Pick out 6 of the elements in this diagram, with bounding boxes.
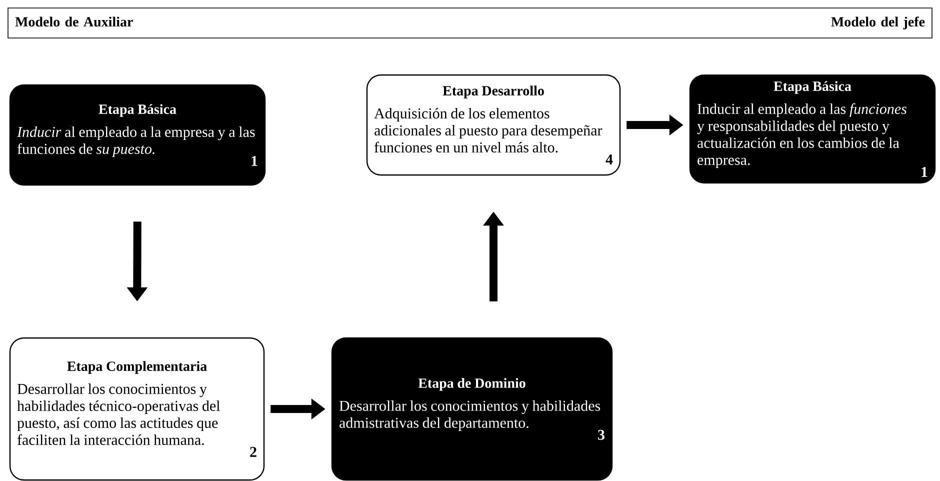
stage-box: Etapa Desarrollo Adquisición de los elementos adicionales al puesto para desempeñar funciones en un nivel más alto. 4 — [366, 74, 621, 176]
stage-box: Etapa de Dominio Desarrollar los conocimientos y habilidades admistrativas del departamento. 3 — [331, 337, 613, 481]
stage-box: Etapa Básica Inducir al empleado a las funciones y responsabilidades del puesto y actualización en los cambios de la empresa. 1 — [689, 74, 936, 184]
stage-box: Etapa Básica Inducir al empleado a la empresa y a las funciones de su puesto. 1 — [9, 84, 266, 186]
header-band: Modelo de Auxiliar Modelo del jefe — [8, 8, 932, 38]
stage-box: Etapa Complementaria Desarrollar los conocimientos y habilidades técnico-operativas del puesto, así como las actitudes que faciliten la interacción humana. 2 — [9, 337, 265, 481]
